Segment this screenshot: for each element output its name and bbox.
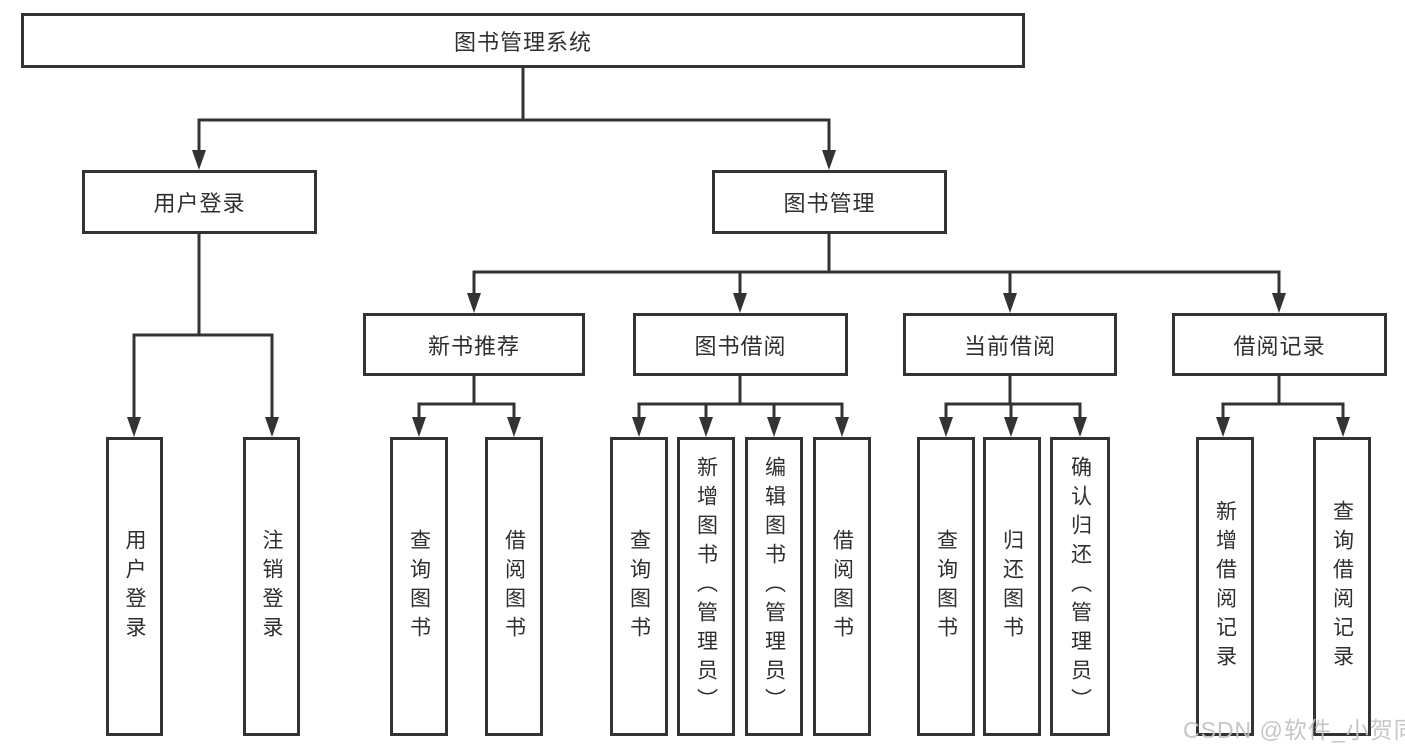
- leaf-add-book-admin: 新增图书（管理员）: [677, 437, 735, 736]
- arrowhead-down-icon: [467, 293, 481, 313]
- arrowhead-down-icon: [835, 417, 849, 437]
- leaf-query-book-borrow: 查询图书: [610, 437, 668, 736]
- leaf-add-borrow-record: 新增借阅记录: [1196, 437, 1254, 736]
- arrowhead-down-icon: [822, 150, 836, 170]
- leaf-borrow-book-label: 借阅图书: [830, 528, 854, 645]
- leaf-edit-book-admin: 编辑图书（管理员）: [745, 437, 803, 736]
- arrowhead-down-icon: [1272, 293, 1286, 313]
- arrowhead-down-icon: [1004, 417, 1018, 437]
- leaf-confirm-return-admin-label: 确认归还（管理员）: [1068, 456, 1092, 717]
- node-current-borrow-label: 当前借阅: [963, 333, 1056, 359]
- leaf-user-login: 用户登录: [106, 437, 163, 736]
- leaf-query-book-borrow-label: 查询图书: [627, 528, 651, 645]
- csdn-watermark: CSDN @软件_小贺同学: [1183, 717, 1405, 743]
- leaf-query-book-current-label: 查询图书: [934, 528, 958, 645]
- node-current-borrow: 当前借阅: [903, 313, 1117, 376]
- node-new-book-recommend-label: 新书推荐: [427, 333, 520, 359]
- arrowhead-down-icon: [939, 417, 953, 437]
- arrowhead-down-icon: [127, 417, 141, 437]
- leaf-add-borrow-record-label: 新增借阅记录: [1213, 499, 1237, 674]
- leaf-query-borrow-record-label: 查询借阅记录: [1330, 499, 1354, 674]
- arrowhead-down-icon: [767, 417, 781, 437]
- leaf-query-borrow-record: 查询借阅记录: [1313, 437, 1371, 736]
- leaf-borrow-book-recommend-label: 借阅图书: [502, 528, 526, 645]
- leaf-return-book-label: 归还图书: [1000, 528, 1024, 645]
- leaf-query-book-recommend: 查询图书: [390, 437, 448, 736]
- leaf-add-book-admin-label: 新增图书（管理员）: [694, 456, 718, 717]
- leaf-user-login-label: 用户登录: [123, 528, 146, 645]
- leaf-edit-book-admin-label: 编辑图书（管理员）: [762, 456, 786, 717]
- leaf-return-book: 归还图书: [983, 437, 1041, 736]
- leaf-query-book-current: 查询图书: [917, 437, 975, 736]
- node-user-login-label: 用户登录: [153, 191, 246, 216]
- node-library-system: 图书管理系统: [21, 13, 1025, 68]
- node-book-management: 图书管理: [712, 170, 947, 234]
- node-library-system-label: 图书管理系统: [453, 29, 592, 55]
- node-borrow-records: 借阅记录: [1172, 313, 1387, 376]
- arrowhead-down-icon: [192, 150, 206, 170]
- node-new-book-recommend: 新书推荐: [363, 313, 585, 376]
- arrowhead-down-icon: [265, 417, 279, 437]
- arrowhead-down-icon: [507, 417, 521, 437]
- node-book-borrow-label: 图书借阅: [694, 333, 787, 359]
- arrowhead-down-icon: [1336, 417, 1350, 437]
- leaf-borrow-book: 借阅图书: [813, 437, 871, 736]
- arrowhead-down-icon: [1073, 417, 1087, 437]
- arrowhead-down-icon: [733, 293, 747, 313]
- leaf-logout-label: 注销登录: [260, 528, 283, 645]
- node-book-borrow: 图书借阅: [633, 313, 848, 376]
- arrowhead-down-icon: [1003, 293, 1017, 313]
- node-user-login: 用户登录: [82, 170, 317, 234]
- arrowhead-down-icon: [699, 417, 713, 437]
- leaf-logout: 注销登录: [243, 437, 300, 736]
- leaf-confirm-return-admin: 确认归还（管理员）: [1050, 437, 1110, 736]
- leaf-borrow-book-recommend: 借阅图书: [485, 437, 543, 736]
- node-borrow-records-label: 借阅记录: [1233, 333, 1326, 359]
- leaf-query-book-recommend-label: 查询图书: [407, 528, 431, 645]
- arrowhead-down-icon: [1216, 417, 1230, 437]
- arrowhead-down-icon: [412, 417, 426, 437]
- node-book-management-label: 图书管理: [783, 191, 876, 216]
- arrowhead-down-icon: [632, 417, 646, 437]
